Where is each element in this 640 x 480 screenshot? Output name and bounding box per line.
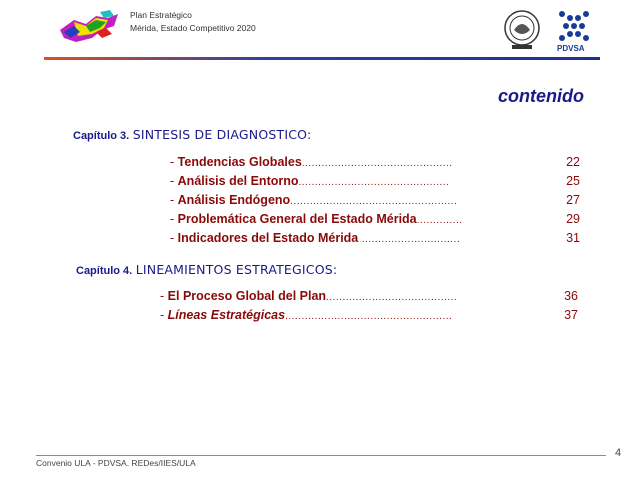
toc-dash: - [170,155,175,169]
chapter-3-entries: - Tendencias Globales...................… [170,153,590,248]
pdvsa-logo [559,11,589,41]
toc-label: Tendencias Globales [177,155,302,169]
chapter-3-heading: Capítulo 3. SINTESIS DE DIAGNOSTICO: [73,127,311,142]
toc-entry[interactable]: - Indicadores del Estado Mérida ........… [170,229,590,248]
pdvsa-label: PDVSA [557,44,585,53]
toc-entry[interactable]: - Tendencias Globales...................… [170,153,590,172]
chapter-4-entries: - El Proceso Global del Plan............… [160,287,590,325]
footer-text: Convenio ULA - PDVSA. REDes/IIES/ULA [36,458,196,468]
toc-dots: .............. [416,215,463,226]
toc-dots: ........................................… [301,158,453,169]
footer-rule [36,455,606,456]
toc-page: 29 [566,212,580,226]
toc-page: 31 [566,231,580,245]
toc-entry[interactable]: - Análisis Endógeno.....................… [170,191,590,210]
toc-label: El Proceso Global del Plan [167,289,327,303]
toc-page: 25 [566,174,580,188]
header-line1: Plan Estratégico [130,10,192,20]
toc-page: 36 [564,289,578,303]
chapter-3-name: SINTESIS DE DIAGNOSTICO: [132,127,312,142]
toc-entry[interactable]: - Líneas Estratégicas...................… [160,306,590,325]
chapter-4-name: LINEAMIENTOS ESTRATEGICOS: [135,262,338,277]
toc-label: Indicadores del Estado Mérida [177,231,359,245]
toc-dash: - [170,174,175,188]
chapter-4-heading: Capítulo 4. LINEAMIENTOS ESTRATEGICOS: [76,262,337,277]
toc-page: 37 [564,308,578,322]
toc-dash: - [170,231,175,245]
toc-entry[interactable]: - Problemática General del Estado Mérida… [170,210,590,229]
toc-dash: - [160,308,165,322]
toc-page: 22 [566,155,580,169]
toc-dash: - [170,212,175,226]
header-text: Plan Estratégico Mérida, Estado Competit… [130,9,256,35]
header-rule [44,57,600,60]
toc-dash: - [170,193,175,207]
chapter-4-prefix: Capítulo 4. [76,265,133,277]
seal-logo [504,10,540,49]
toc-label: Análisis del Entorno [177,174,299,188]
toc-label: Líneas Estratégicas [167,308,286,322]
toc-dots: ........................................… [285,311,453,322]
page-title: contenido [498,86,584,106]
chapter-3-prefix: Capítulo 3. [73,130,130,142]
toc-dots: ........................................… [290,196,458,207]
toc-dash: - [160,289,165,303]
toc-label: Problemática General del Estado Mérida [177,212,417,226]
toc-dots: ........................................… [298,177,450,188]
map-logo [60,10,118,42]
toc-page: 27 [566,193,580,207]
toc-entry[interactable]: - El Proceso Global del Plan............… [160,287,590,306]
toc-entry[interactable]: - Análisis del Entorno..................… [170,172,590,191]
toc-dots: .............................. [361,234,461,245]
page-number: 4 [615,447,622,459]
toc-label: Análisis Endógeno [177,193,291,207]
header-line2: Mérida, Estado Competitivo 2020 [130,23,256,33]
toc-dots: ........................................ [326,292,458,303]
